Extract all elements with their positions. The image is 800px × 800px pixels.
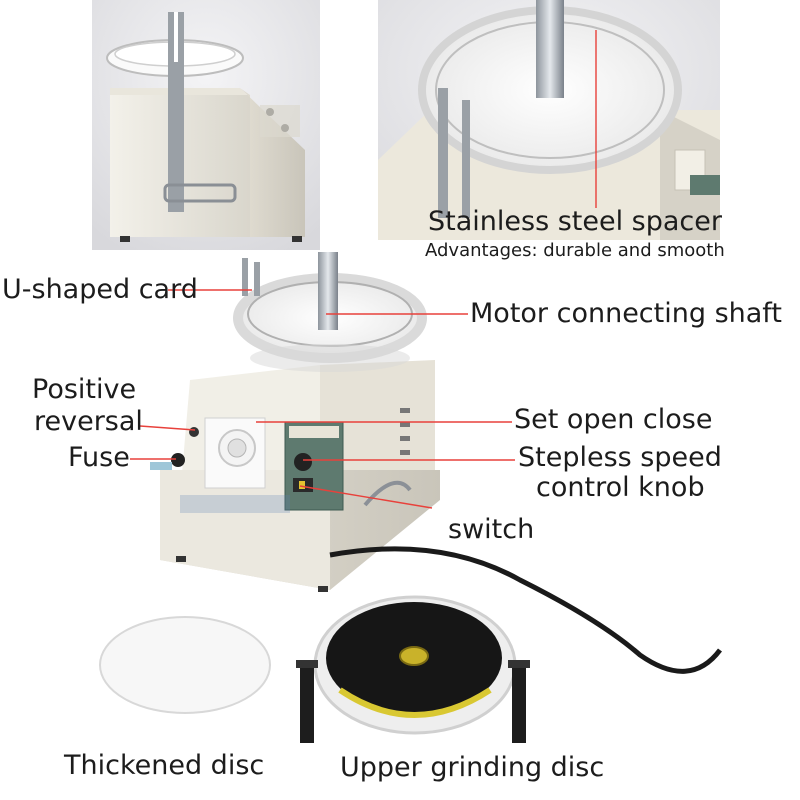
top-right-photo (378, 0, 720, 240)
label-switch: switch (448, 514, 535, 545)
upper-grinding-disc-photo (296, 595, 530, 743)
top-left-photo (92, 0, 320, 250)
label-fuse: Fuse (68, 442, 130, 473)
label-positive: Positive (32, 374, 137, 405)
label-u-shaped-card: U-shaped card (2, 274, 198, 305)
label-stainless-steel-spacer: Stainless steel spacer (428, 206, 722, 237)
main-machine (150, 252, 722, 674)
label-thickened-disc: Thickened disc (64, 750, 265, 781)
label-motor-connecting-shaft: Motor connecting shaft (470, 298, 782, 329)
pointer-lines (130, 30, 597, 509)
label-upper-grinding-disc: Upper grinding disc (340, 752, 605, 783)
label-set-open-close: Set open close (514, 404, 713, 435)
label-stepless-speed: Stepless speed (518, 442, 722, 473)
label-control-knob: control knob (536, 472, 705, 503)
thickened-disc-photo (99, 616, 271, 714)
label-spacer-advantages: Advantages: durable and smooth (425, 240, 725, 261)
label-reversal: reversal (34, 406, 143, 437)
